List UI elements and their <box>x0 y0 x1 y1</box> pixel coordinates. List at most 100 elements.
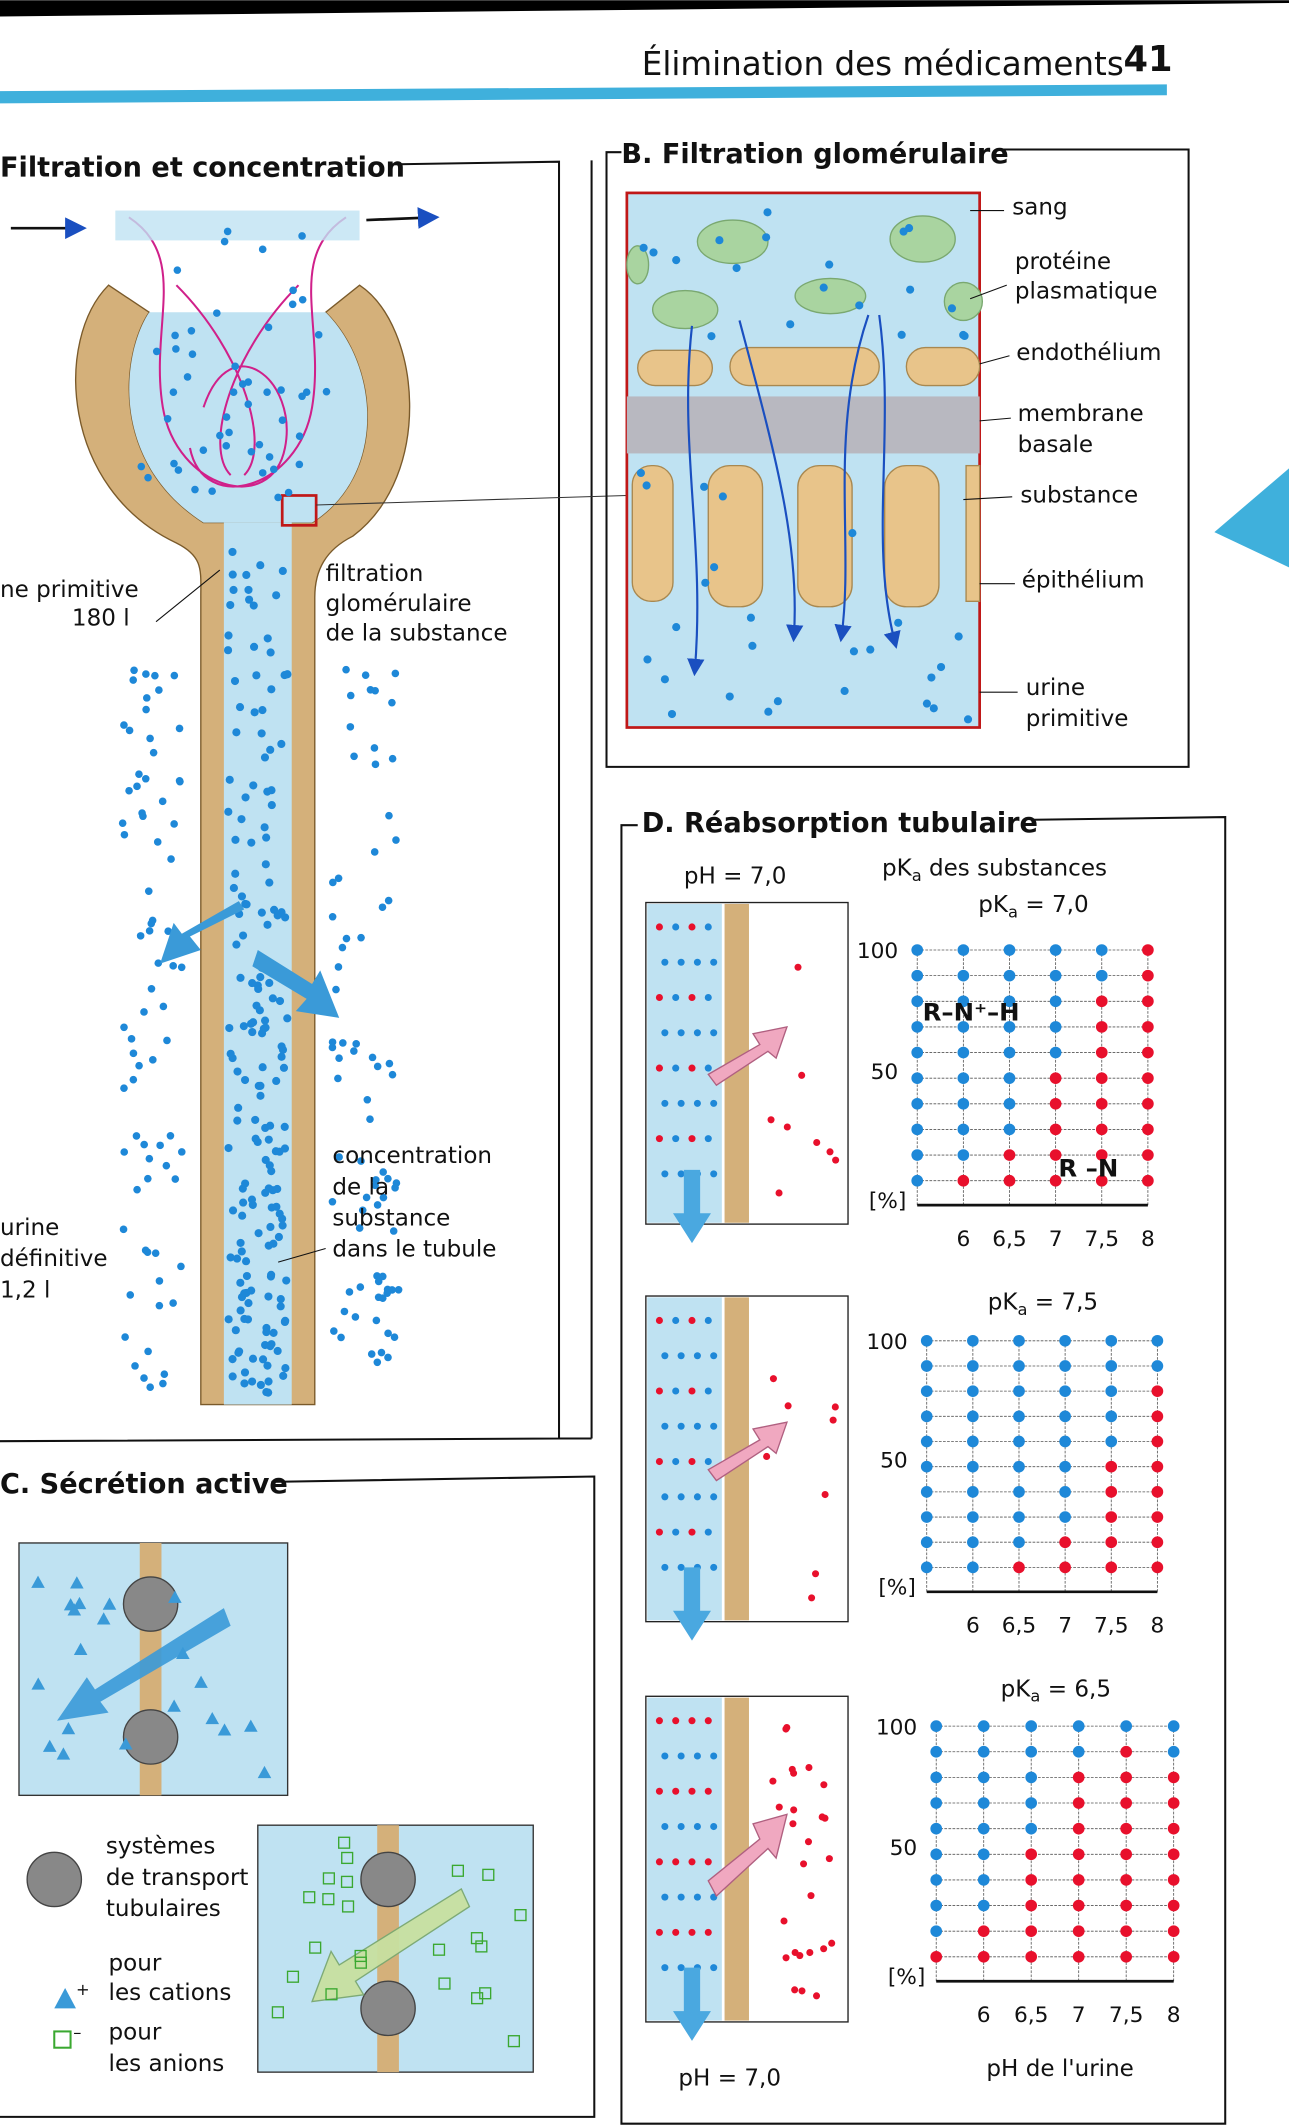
substance-dot <box>248 1354 258 1363</box>
tubule-lumen <box>647 903 722 1223</box>
ionization-dot <box>1151 1486 1164 1498</box>
molecule-dot <box>661 958 669 966</box>
ionization-dot <box>1049 1149 1062 1161</box>
molecule-dot <box>688 1928 696 1936</box>
anion-icon <box>475 1940 488 1953</box>
molecule-dot <box>677 958 685 966</box>
substance-dot <box>142 670 150 678</box>
substance-dot <box>280 671 289 680</box>
substance-dot <box>707 332 716 341</box>
molecule-dot <box>826 1148 834 1156</box>
substance-dot <box>260 823 269 832</box>
ionization-dot <box>1003 969 1016 982</box>
ionization-dot <box>1049 944 1062 956</box>
molecule-dot <box>693 1823 701 1831</box>
substance-dot <box>700 482 709 491</box>
substance-dot <box>373 1062 382 1071</box>
magnifier-box <box>280 494 318 527</box>
substance-dot <box>173 266 182 274</box>
ionization-dot <box>1003 1046 1016 1059</box>
molecule-dot <box>655 1528 663 1536</box>
ionization-dot <box>1003 1123 1016 1136</box>
substance-dot <box>222 442 231 450</box>
ionization-dot <box>1105 1511 1118 1523</box>
legend-transport-2: de transport <box>106 1865 249 1891</box>
substance-dot <box>819 283 828 292</box>
ionization-dot <box>1072 1874 1085 1886</box>
ionization-dot <box>1105 1435 1118 1448</box>
substance-dot <box>175 776 184 785</box>
substance-dot <box>338 943 347 952</box>
substance-dot <box>162 1161 171 1170</box>
substance-dot <box>267 801 276 810</box>
molecule-dot <box>693 1029 701 1037</box>
substance-dot <box>278 1221 287 1230</box>
molecule-dot <box>710 1964 718 1972</box>
substance-dot <box>244 378 253 386</box>
ionization-dot <box>920 1360 933 1372</box>
ionization-dot <box>957 1097 970 1110</box>
substance-dot <box>237 1247 246 1256</box>
substance-dot <box>240 1368 250 1377</box>
ionization-dot <box>1059 1385 1071 1397</box>
substance-dot <box>229 883 238 893</box>
reabsorption-arrow <box>707 1813 788 1898</box>
ionization-dot <box>977 1874 990 1886</box>
molecule-dot <box>661 1422 669 1430</box>
substance-dot <box>282 1276 291 1285</box>
ionization-dot <box>1151 1561 1164 1574</box>
molecule-dot <box>704 1528 712 1536</box>
molecule-dot <box>704 1316 712 1324</box>
molecule-dot <box>784 1402 792 1410</box>
substance-dot <box>280 1317 289 1327</box>
substance-dot <box>226 1253 235 1262</box>
ionization-dot <box>930 1848 943 1861</box>
molecule-dot <box>655 1458 663 1466</box>
molecule-dot <box>672 1135 680 1143</box>
substance-dot <box>169 1299 177 1307</box>
ionization-dot <box>1049 1072 1062 1085</box>
anion-icon <box>482 1868 495 1881</box>
substance-dot <box>258 245 267 254</box>
substance-dot <box>277 386 285 394</box>
substance-dot <box>155 1301 164 1310</box>
ionization-dot <box>1120 1925 1133 1938</box>
molecule-dot <box>710 1099 718 1107</box>
molecule-dot <box>825 1855 833 1863</box>
x-tick-label: 6,5 <box>1002 1614 1037 1639</box>
ionization-dot <box>1049 1046 1062 1059</box>
ionization-dot <box>1151 1360 1164 1372</box>
molecule-dot <box>805 1764 813 1772</box>
molecule-dot <box>677 1823 685 1831</box>
molecule-dot <box>688 1528 696 1536</box>
substance-dot <box>295 432 304 440</box>
substance-dot <box>334 1074 342 1083</box>
substance-dot <box>224 1315 233 1324</box>
substance-dot <box>188 350 197 358</box>
ionization-dot <box>967 1561 979 1574</box>
ionization-dot <box>1049 1123 1062 1136</box>
substance-dot <box>392 836 400 844</box>
ionization-dot <box>930 1771 943 1784</box>
substance-dot <box>261 1188 270 1197</box>
ionization-dot <box>1013 1561 1025 1574</box>
substance-dot <box>225 1023 234 1033</box>
substance-dot <box>334 963 343 971</box>
ionization-dot <box>1095 1123 1108 1136</box>
substance-dot <box>279 1371 288 1380</box>
ion-symbols <box>31 1575 527 2048</box>
substance-dot <box>171 331 179 340</box>
molecule-dot <box>710 1352 718 1360</box>
substance-dot <box>147 984 156 993</box>
substance-dot <box>148 916 157 925</box>
substance-dot <box>866 645 875 654</box>
substance-dot <box>164 927 172 936</box>
ionization-dot <box>977 1848 990 1861</box>
ionization-dot <box>977 1899 990 1912</box>
substance-dot <box>241 899 250 909</box>
ionization-dot <box>1120 1771 1133 1784</box>
substance-dot <box>256 1091 265 1100</box>
substance-dot <box>149 1056 157 1064</box>
ionization-dot <box>977 1822 990 1835</box>
substance-dot <box>263 634 272 643</box>
